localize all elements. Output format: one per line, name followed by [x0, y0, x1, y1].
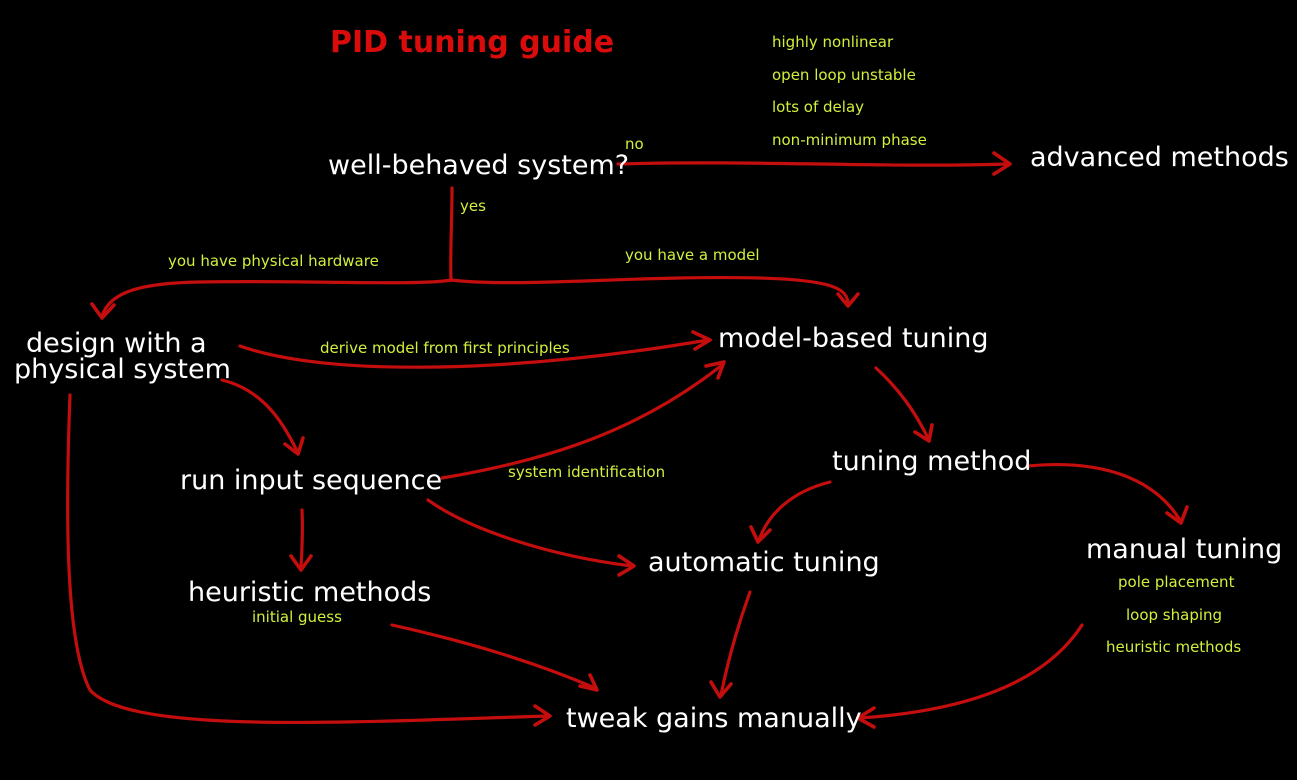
arrow-heuristic-to-tweak	[390, 623, 599, 692]
note-advanced-condition: lots of delay	[772, 98, 864, 116]
node-automatic-tuning: automatic tuning	[648, 547, 880, 578]
label-derive-model: derive model from first principles	[320, 339, 570, 357]
arrow-to-heuristic	[289, 508, 313, 572]
note-advanced-condition: highly nonlinear	[772, 33, 894, 51]
node-model-based-tuning: model-based tuning	[718, 323, 988, 354]
node-manual-tuning: manual tuning	[1086, 534, 1282, 565]
flow-arrows	[66, 151, 1189, 729]
note-manual-option: loop shaping	[1126, 606, 1222, 624]
label-system-identification: system identification	[508, 463, 665, 481]
note-manual-option: heuristic methods	[1106, 638, 1241, 656]
arrow-manual-to-tweak	[856, 623, 1084, 729]
node-well-behaved-system: well-behaved system?	[328, 150, 629, 181]
label-yes: yes	[460, 197, 486, 215]
note-advanced-condition: non-minimum phase	[772, 131, 927, 149]
arrow-design-to-tweak	[66, 393, 552, 727]
label-have-model: you have a model	[625, 246, 760, 264]
note-advanced-condition: open loop unstable	[772, 66, 916, 84]
label-no: no	[625, 135, 644, 153]
arrow-to-run-input	[220, 378, 305, 456]
arrow-yes-branch	[90, 186, 860, 320]
arrow-to-advanced-methods	[616, 151, 1012, 176]
node-heuristic-methods: heuristic methods	[188, 577, 431, 608]
arrow-system-identification	[440, 360, 726, 480]
label-physical-hardware: you have physical hardware	[168, 252, 379, 270]
arrow-to-tuning-method	[874, 366, 934, 443]
node-tweak-gains-manually: tweak gains manually	[566, 703, 862, 734]
node-design-physical-line1: design with a	[26, 328, 207, 359]
note-manual-option: pole placement	[1118, 573, 1235, 591]
arrow-to-automatic	[426, 498, 636, 577]
node-run-input-sequence: run input sequence	[180, 465, 442, 496]
arrow-derive-model	[238, 330, 712, 369]
diagram-title: PID tuning guide	[330, 25, 614, 60]
arrow-to-manual	[1026, 462, 1189, 525]
arrow-automatic-to-tweak	[709, 590, 752, 699]
label-initial-guess: initial guess	[252, 608, 342, 626]
arrow-method-to-automatic	[749, 480, 832, 544]
node-tuning-method: tuning method	[832, 446, 1031, 477]
node-design-physical-line2: physical system	[14, 354, 231, 385]
node-advanced-methods: advanced methods	[1030, 142, 1289, 173]
